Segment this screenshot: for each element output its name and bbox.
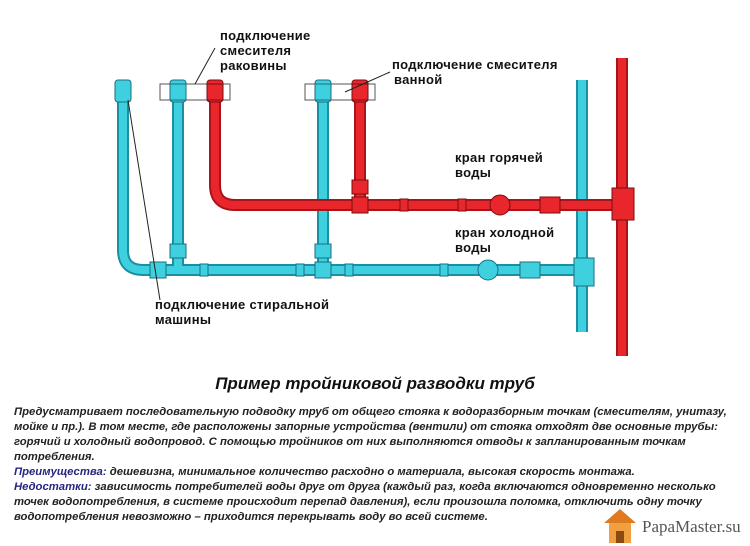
hot-valve-2	[539, 196, 561, 214]
label-line: подключение смесителя	[392, 57, 558, 72]
label-cold-valve: кран холодной воды	[455, 225, 554, 255]
cold-valve-1	[477, 259, 499, 281]
pros-label: Преимущества:	[14, 466, 107, 478]
pros-text: дешевизна, минимальное количество расход…	[106, 466, 635, 478]
label-line: воды	[455, 165, 492, 180]
pipe-diagram	[114, 47, 635, 356]
label-washing-machine: подключение стиральной машины	[155, 297, 329, 327]
label-hot-valve: кран горячей воды	[455, 150, 543, 180]
label-bath-mixer: подключение смесителя ванной	[392, 57, 558, 87]
papamaster-logo: PapaMaster.su	[600, 505, 750, 545]
label-line: кран холодной	[455, 225, 555, 240]
house-icon	[604, 509, 636, 543]
label-sink-mixer: подключение смесителя раковины	[220, 28, 311, 73]
label-line: ванной	[394, 72, 443, 87]
cons-text: зависимость потребителей воды друг от др…	[14, 481, 716, 523]
label-line: машины	[155, 312, 212, 327]
diagram-title: Пример тройниковой разводки труб	[215, 374, 535, 393]
cold-valve-2	[519, 261, 541, 279]
pros: Преимущества: дешевизна, минимальное кол…	[14, 465, 734, 480]
description: Предусматривает последовательную подводк…	[14, 405, 734, 525]
logo-text: PapaMaster.su	[642, 517, 741, 536]
label-line: воды	[455, 240, 492, 255]
label-line: подключение	[220, 28, 311, 43]
description-intro: Предусматривает последовательную подводк…	[14, 406, 727, 463]
cons-label: Недостатки:	[14, 481, 92, 493]
label-line: подключение стиральной	[155, 297, 330, 312]
label-line: кран горячей	[455, 150, 544, 165]
hot-valve-1	[489, 194, 511, 216]
cons: Недостатки: зависимость потребителей вод…	[14, 480, 734, 525]
label-line: смесителя	[220, 43, 292, 58]
label-line: раковины	[220, 58, 287, 73]
